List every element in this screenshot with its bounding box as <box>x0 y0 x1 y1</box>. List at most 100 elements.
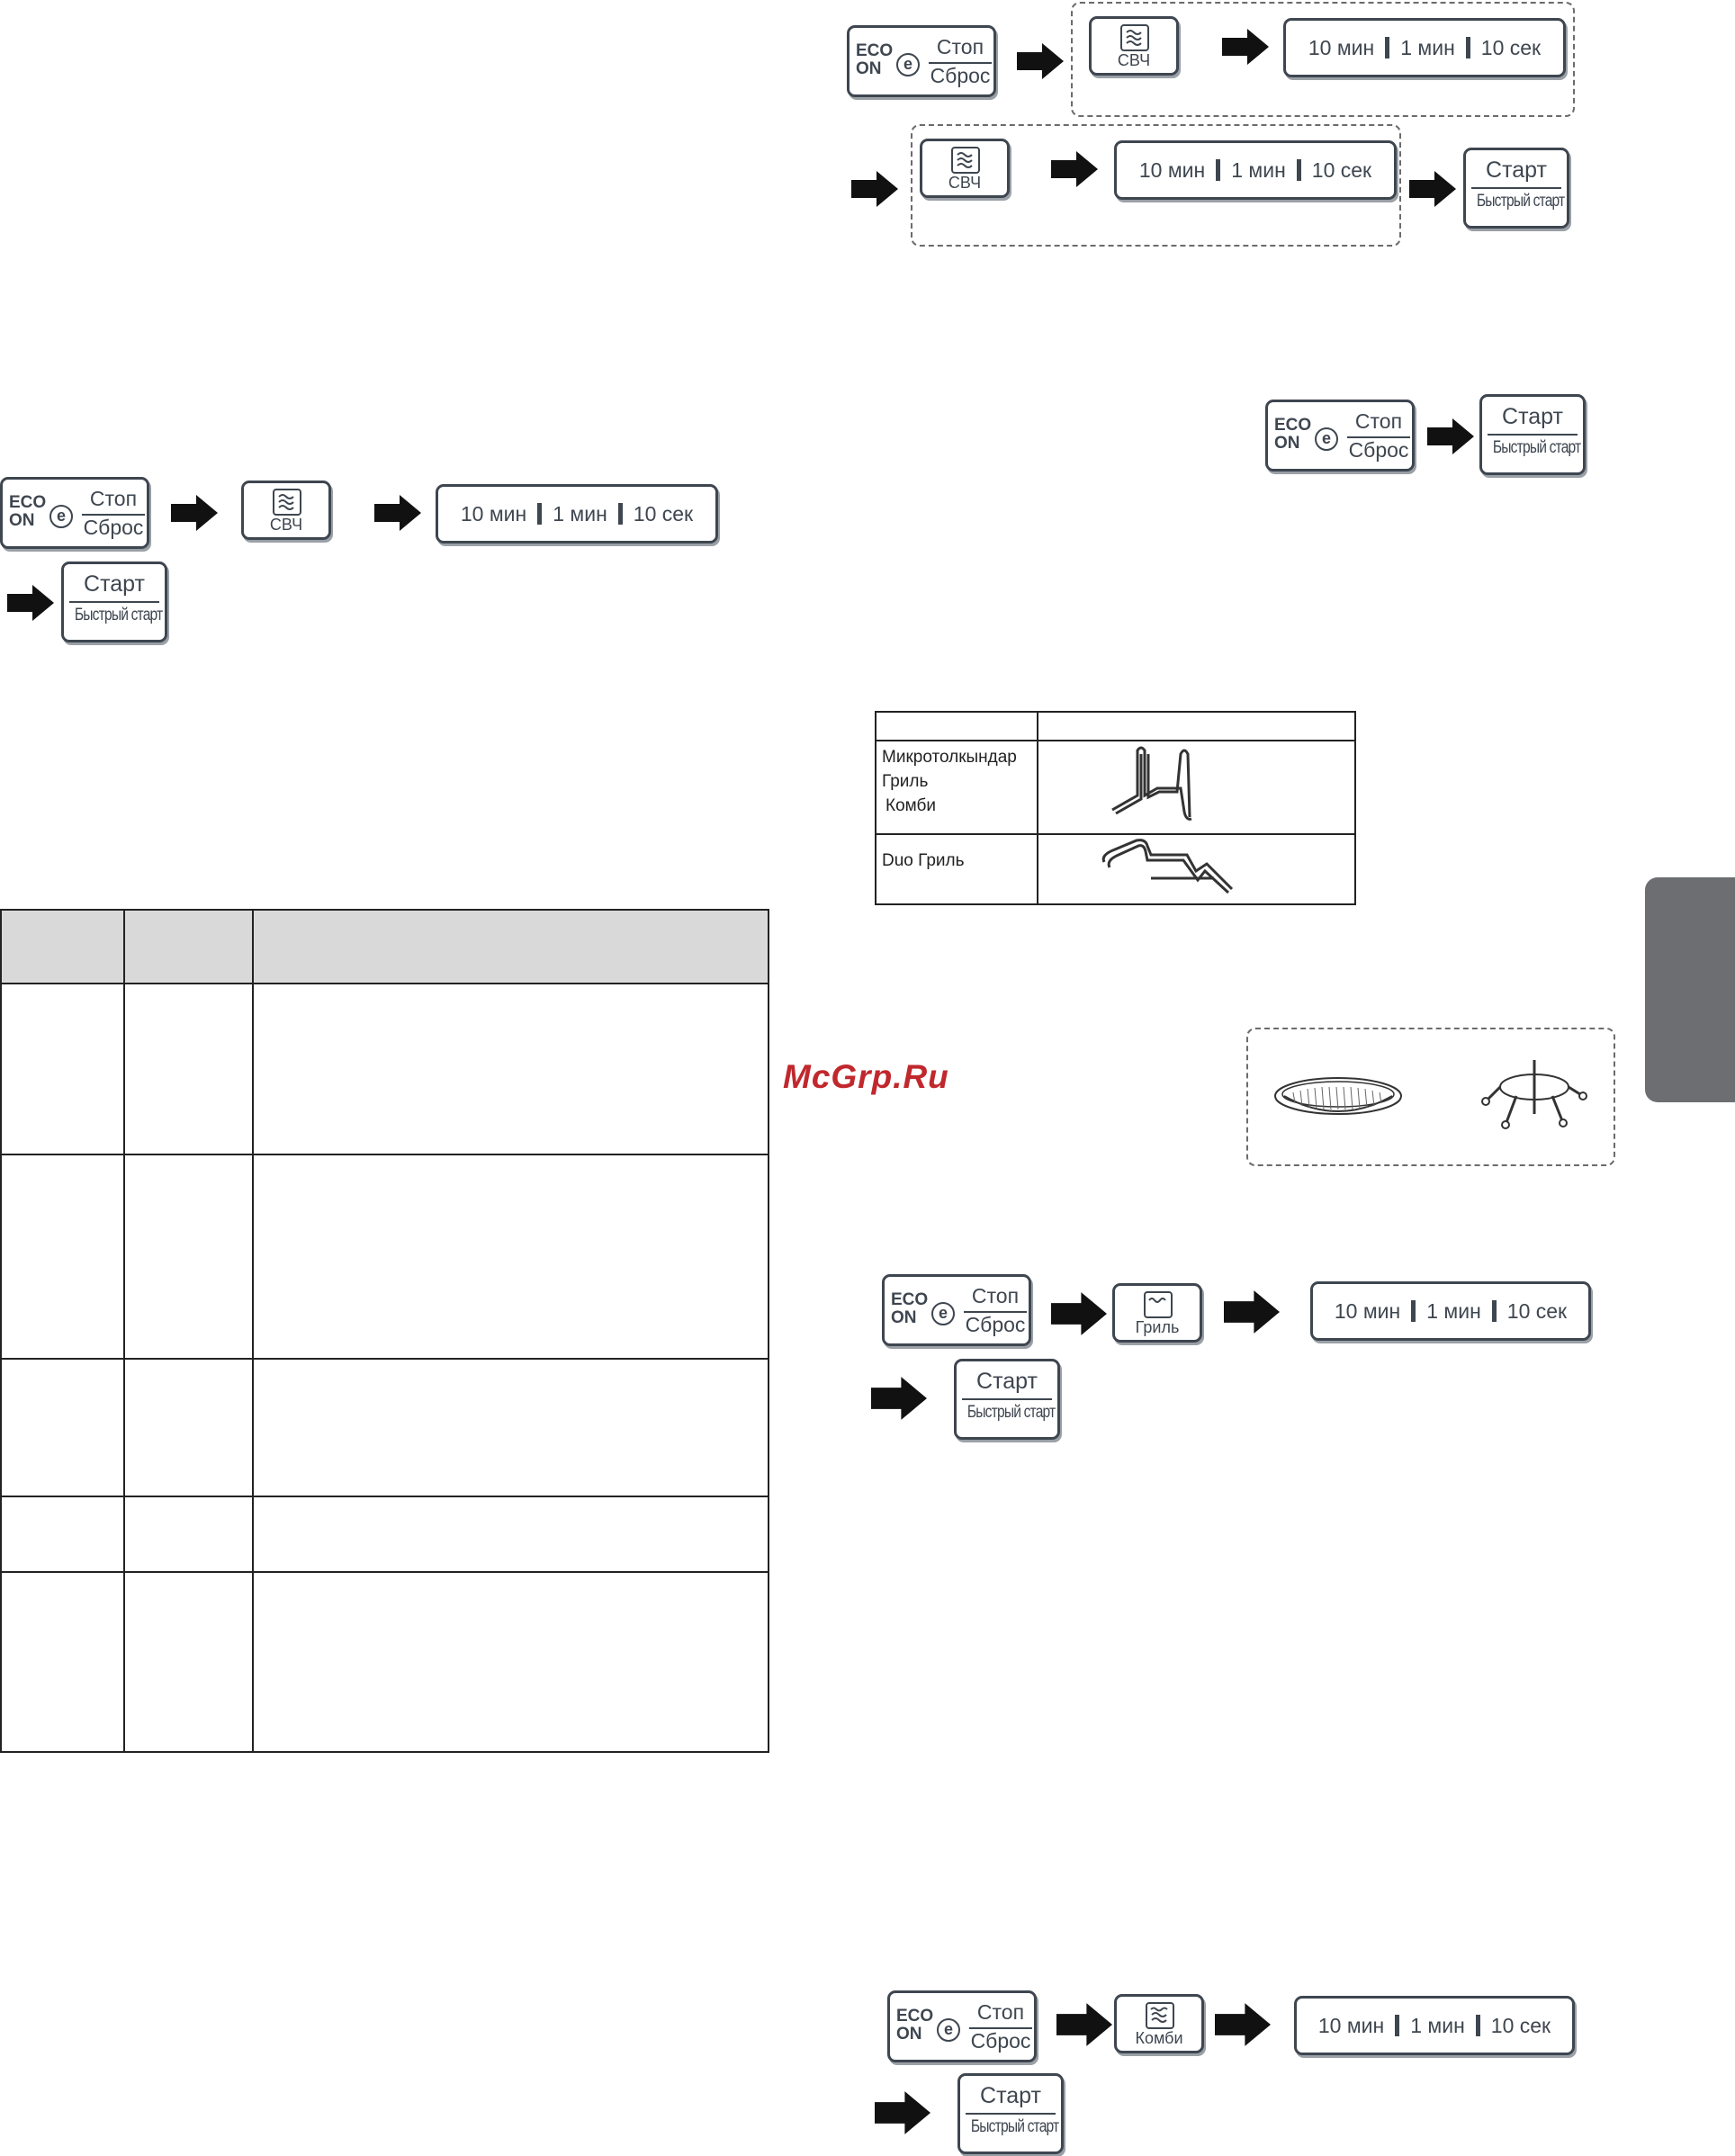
start-label: Старт <box>1488 404 1578 436</box>
time-10sec-label[interactable]: 10 сек <box>1490 2013 1551 2037</box>
table-row <box>0 983 769 1155</box>
time-1min-label[interactable]: 1 мин <box>553 501 607 526</box>
time-10sec-label[interactable]: 10 сек <box>1311 157 1372 182</box>
reset-label: Сброс <box>970 2029 1031 2053</box>
separator <box>1216 159 1221 181</box>
time-buttons[interactable]: 10 мин 1 мин 10 сек <box>1114 140 1397 200</box>
time-1min-label[interactable]: 1 мин <box>1410 2013 1465 2037</box>
table-cell <box>252 1571 769 1753</box>
table-row <box>0 1154 769 1360</box>
time-10sec-label[interactable]: 10 сек <box>1480 35 1542 59</box>
microwave-label: СВЧ <box>948 174 982 192</box>
time-buttons[interactable]: 10 мин 1 мин 10 сек <box>1283 18 1566 77</box>
quick-start-label: Быстрый старт <box>1492 438 1581 457</box>
table-cell <box>123 1154 254 1360</box>
table-cell <box>123 983 254 1155</box>
arrow-right-icon <box>1056 2003 1112 2046</box>
high-rack-icon <box>1111 746 1192 821</box>
start-label: Старт <box>1471 157 1561 189</box>
quick-start-label: Быстрый старт <box>966 1403 1056 1422</box>
time-1min-label[interactable]: 1 мин <box>1426 1298 1481 1323</box>
time-1min-label[interactable]: 1 мин <box>1400 35 1455 59</box>
table-row <box>0 1496 769 1573</box>
arrow-right-icon <box>171 495 218 531</box>
eco-leaf-icon: e <box>49 505 73 528</box>
microwave-button[interactable]: СВЧ <box>241 481 331 540</box>
mode-duo-cell: Duo Гриль <box>875 833 1038 905</box>
table-cell <box>252 983 769 1155</box>
start-label: Старт <box>966 2083 1056 2115</box>
microwave-icon <box>951 147 980 174</box>
table-header-cell <box>1037 711 1356 741</box>
arrow-right-icon <box>1427 418 1474 454</box>
time-buttons[interactable]: 10 мин 1 мин 10 сек <box>436 484 718 543</box>
stop-label: Стоп <box>82 487 145 516</box>
arrow-right-icon <box>875 2091 930 2134</box>
time-10min-label[interactable]: 10 мин <box>1138 157 1206 182</box>
grill-button[interactable]: Гриль <box>1112 1283 1202 1343</box>
table-cell <box>252 1496 769 1573</box>
stop-label: Стоп <box>1347 409 1410 438</box>
separator <box>1411 1300 1416 1322</box>
microwave-icon <box>273 489 301 516</box>
table-cell <box>0 1496 125 1573</box>
data-table <box>0 909 769 1753</box>
table-row <box>0 1571 769 1753</box>
time-buttons[interactable]: 10 мин 1 мин 10 сек <box>1294 1996 1575 2055</box>
time-10min-label[interactable]: 10 мин <box>1308 35 1375 59</box>
start-button[interactable]: Старт Быстрый старт <box>1479 394 1586 475</box>
time-10min-label[interactable]: 10 мин <box>1334 1298 1401 1323</box>
time-10min-label[interactable]: 10 мин <box>1317 2013 1385 2037</box>
microwave-button[interactable]: СВЧ <box>920 139 1010 198</box>
table-cell <box>123 1358 254 1497</box>
mode-list-cell: Микротолкындар Гриль Комби <box>875 740 1038 835</box>
start-button[interactable]: Старт Быстрый старт <box>954 1359 1060 1440</box>
arrow-right-icon <box>1224 1290 1280 1334</box>
arrow-right-icon <box>1017 43 1064 79</box>
stage-two-group <box>911 124 1401 247</box>
table-cell <box>0 1358 125 1497</box>
arrow-right-icon <box>7 585 54 621</box>
start-label: Старт <box>69 571 159 603</box>
reset-label: Сброс <box>83 516 144 539</box>
time-10sec-label[interactable]: 10 сек <box>1506 1298 1568 1323</box>
time-10sec-label[interactable]: 10 сек <box>633 501 694 526</box>
time-10min-label[interactable]: 10 мин <box>460 501 527 526</box>
time-1min-label[interactable]: 1 мин <box>1231 157 1286 182</box>
crisp-plate-icon <box>1274 1077 1402 1115</box>
table-header-cell <box>123 909 254 984</box>
arrow-right-icon <box>1051 151 1098 187</box>
mode-microwave: Микротолкындар <box>882 748 1017 767</box>
eco-leaf-icon: e <box>931 1302 955 1325</box>
combi-icon <box>1146 2002 1174 2029</box>
stop-label: Стоп <box>969 2000 1032 2029</box>
start-button[interactable]: Старт Быстрый старт <box>957 2073 1064 2154</box>
stop-label: Стоп <box>929 35 992 64</box>
microwave-button[interactable]: СВЧ <box>1089 16 1179 76</box>
time-buttons[interactable]: 10 мин 1 мин 10 сек <box>1310 1281 1591 1341</box>
start-button[interactable]: Старт Быстрый старт <box>1463 148 1569 229</box>
start-button[interactable]: Старт Быстрый старт <box>61 561 167 642</box>
arrow-right-icon <box>374 495 421 531</box>
low-rack-icon <box>1101 839 1234 894</box>
grill-icon <box>1144 1291 1173 1318</box>
combi-button[interactable]: Комби <box>1114 1994 1204 2053</box>
accessory-table: Микротолкындар Гриль Комби Duo Гриль <box>875 711 1356 905</box>
table-header-cell <box>0 909 125 984</box>
table-cell <box>123 1496 254 1573</box>
arrow-right-icon <box>1215 2003 1271 2046</box>
table-cell <box>252 1154 769 1360</box>
mode-grill: Гриль <box>882 772 929 791</box>
arrow-right-icon <box>1051 1292 1107 1335</box>
watermark-text: McGrp.Ru <box>783 1058 949 1095</box>
side-tab <box>1645 877 1735 1102</box>
